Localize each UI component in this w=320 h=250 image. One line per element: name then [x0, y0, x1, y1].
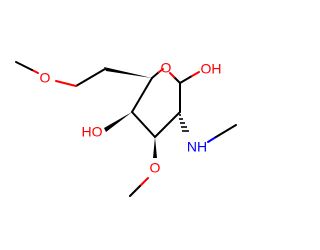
bond-o-ring-c5: [158, 68, 164, 73]
bond-me-o6: [15, 61, 33, 71]
atom-amine: NH: [187, 139, 207, 155]
atom-methoxy-oxygen-c6: O: [40, 70, 51, 86]
bond-c5-c4: [131, 77, 153, 113]
molecule-structure: O OH NH O HO O: [15, 60, 237, 197]
bond-o-ring-c1: [169, 72, 175, 78]
hash-c2-n: [179, 114, 189, 132]
bond-c3-c2: [154, 111, 181, 138]
bond-oh-c1: [191, 71, 200, 77]
wedge-c5-c6: [104, 67, 152, 78]
bond-c1-oh: [179, 75, 193, 84]
wedge-c4-oh: [104, 112, 132, 132]
atom-ring-oxygen: O: [161, 60, 172, 76]
bond-c4-c3: [131, 111, 156, 138]
bond-me-o3: [129, 185, 141, 197]
bond-o3-me: [139, 177, 149, 187]
bond-c5-o-ring: [151, 71, 160, 79]
atom-hydroxyl-c4: HO: [82, 124, 103, 140]
bond-n-me: [207, 136, 217, 143]
bond-o6-c6: [55, 80, 77, 87]
wedge-c3-ome: [153, 137, 157, 158]
bond-c6-o6: [75, 68, 106, 87]
bond-o6-me: [31, 69, 39, 74]
bond-me-n: [215, 124, 237, 138]
atom-anomeric-hydroxyl: OH: [201, 61, 222, 77]
bond-c1-o-ring: [173, 76, 181, 84]
atom-methoxy-oxygen-c3: O: [150, 160, 161, 176]
